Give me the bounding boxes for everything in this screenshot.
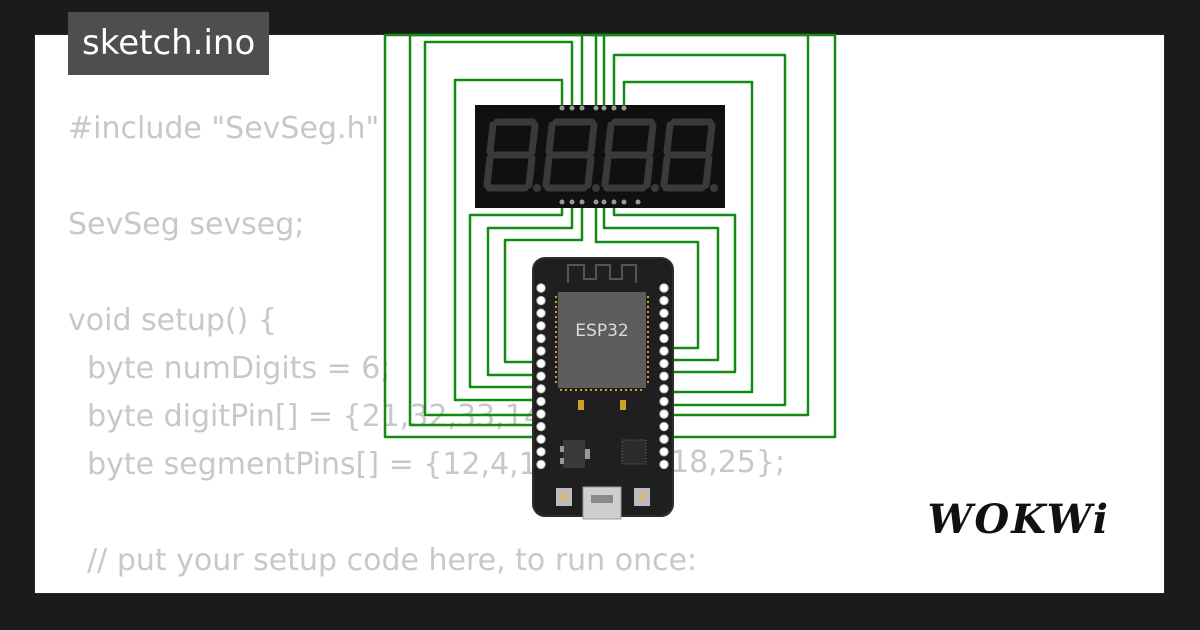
header-pin[interactable]: [659, 308, 669, 318]
header-pin[interactable]: [536, 283, 546, 293]
segment: [483, 154, 494, 189]
header-pin[interactable]: [659, 371, 669, 381]
capacitor: [578, 400, 584, 410]
header-pin[interactable]: [659, 396, 669, 407]
esp32-module: [558, 292, 646, 388]
usb-chip: [621, 439, 647, 465]
usb-port: [582, 486, 622, 520]
code-line: #include "SevSeg.h": [68, 111, 380, 146]
regulator: [563, 440, 585, 468]
header-pin[interactable]: [659, 358, 669, 369]
header-pin[interactable]: [659, 409, 669, 419]
code-line: byte numDigits = 6;: [68, 351, 391, 386]
segment: [525, 154, 536, 189]
wires: [383, 33, 837, 439]
header-pin[interactable]: [536, 346, 546, 356]
decimal-point: [533, 184, 541, 192]
segment: [643, 154, 654, 189]
header-pin[interactable]: [536, 396, 546, 407]
segment: [663, 121, 674, 156]
header-pin[interactable]: [536, 421, 546, 432]
display-pins: [559, 105, 641, 205]
antenna-trace: [567, 264, 637, 283]
segment: [646, 121, 657, 156]
code-line: SevSeg sevseg;: [68, 207, 305, 242]
header-pin[interactable]: [536, 434, 546, 444]
segment: [584, 154, 595, 189]
code-editor: #include "SevSeg.h" SevSeg sevseg; void se…: [68, 105, 697, 593]
seven-segment-display[interactable]: [475, 105, 725, 208]
wokwi-logo: WOKWi: [927, 496, 1110, 543]
left-pin-header: [536, 283, 546, 470]
chip-label: ESP32: [575, 321, 628, 341]
header-pin[interactable]: [536, 447, 546, 457]
decimal-point: [592, 184, 600, 192]
header-pin[interactable]: [536, 459, 546, 470]
header-pin[interactable]: [536, 371, 546, 381]
header-pin[interactable]: [659, 447, 669, 457]
capacitor: [620, 400, 626, 410]
header-pin[interactable]: [536, 409, 546, 419]
segment: [702, 154, 713, 189]
header-pin[interactable]: [659, 459, 669, 470]
segment: [601, 154, 612, 189]
header-pin[interactable]: [536, 333, 546, 344]
header-pin[interactable]: [536, 384, 546, 394]
segment: [542, 154, 553, 189]
header-pin[interactable]: [536, 321, 546, 331]
right-pin-header: [659, 283, 669, 470]
header-pin[interactable]: [536, 295, 546, 306]
header-pin[interactable]: [659, 283, 669, 293]
decimal-point: [651, 184, 659, 192]
code-line: // put your setup code here, to run once…: [68, 543, 698, 578]
segment: [528, 121, 539, 156]
header-pin[interactable]: [659, 421, 669, 432]
header-pin[interactable]: [659, 346, 669, 356]
segment: [604, 121, 615, 156]
file-tab[interactable]: sketch.ino: [68, 12, 270, 75]
segment: [545, 121, 556, 156]
header-pin[interactable]: [659, 384, 669, 394]
display-digits: [483, 118, 718, 192]
code-line: void setup() {: [68, 303, 277, 338]
decimal-point: [710, 184, 718, 192]
module-castellations: [555, 296, 649, 391]
segment: [587, 121, 598, 156]
header-pin[interactable]: [659, 333, 669, 344]
header-pin[interactable]: [659, 434, 669, 444]
header-pin[interactable]: [659, 295, 669, 306]
segment: [660, 154, 671, 189]
code-line: Serial.begin(115200);: [68, 585, 697, 593]
code-fragment: 18,25};: [670, 445, 785, 480]
header-pin[interactable]: [536, 308, 546, 318]
segment: [486, 121, 497, 156]
segment: [705, 121, 716, 156]
header-pin[interactable]: [659, 321, 669, 331]
header-pin[interactable]: [536, 358, 546, 369]
esp32-board[interactable]: ESP32: [532, 257, 674, 520]
